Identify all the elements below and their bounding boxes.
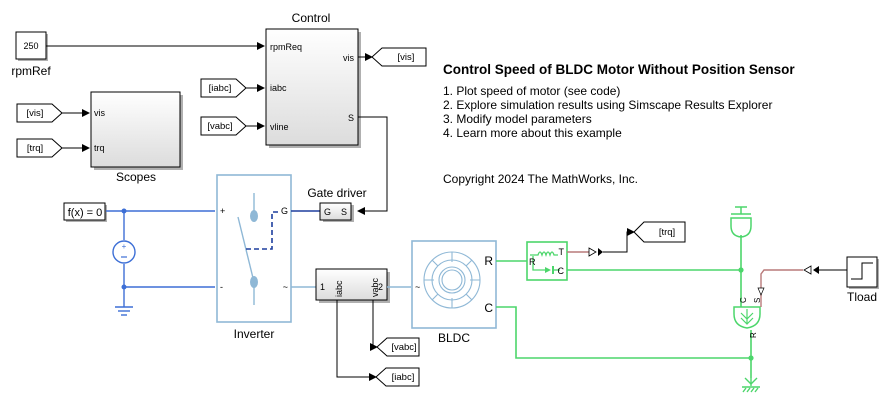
- ps-load-line[interactable]: [760, 269, 803, 307]
- control-inport-iabc: iabc: [270, 83, 287, 93]
- tload-step-block[interactable]: Tload: [846, 256, 879, 304]
- annotation-item-learn-more[interactable]: 4. Learn more about this example: [443, 126, 622, 140]
- torque-sensor-port-c: C: [558, 266, 565, 276]
- goto-trq-tag-label: [trq]: [659, 227, 675, 238]
- annotation-item-plot-speed[interactable]: 1. Plot speed of motor (see code): [443, 84, 620, 98]
- simulink-ps-converter[interactable]: [803, 265, 819, 275]
- torque-source-port-c: C: [739, 297, 748, 303]
- inverter-port-minus: -: [220, 282, 223, 292]
- inverter-block[interactable]: + - G ~ Inverter: [216, 174, 292, 341]
- torque-sensor-port-r: R: [529, 257, 536, 267]
- dc-voltage-source[interactable]: +: [112, 240, 136, 264]
- inverter-port-g: G: [281, 206, 288, 216]
- bldc-port-ac: ~: [415, 282, 420, 292]
- rpmref-constant-block[interactable]: 250 rpmRef: [11, 31, 51, 78]
- rpmref-value: 250: [23, 41, 38, 51]
- bldc-label: BLDC: [438, 331, 470, 345]
- signal-line-s-gate[interactable]: [357, 116, 388, 215]
- bldc-port-c: C: [484, 301, 493, 315]
- control-label: Control: [292, 11, 331, 25]
- svg-text:+: +: [122, 242, 127, 251]
- inverter-port-ac: ~: [283, 282, 288, 292]
- torque-source-port-s: S: [753, 298, 762, 303]
- solver-configuration-block[interactable]: f(x) = 0: [63, 202, 107, 222]
- electrical-wiring[interactable]: [106, 208, 215, 308]
- annotation-item-explore-results[interactable]: 2. Explore simulation results using Sims…: [443, 98, 772, 112]
- solver-label: f(x) = 0: [68, 207, 103, 219]
- goto-iabc-tag-label: [iabc]: [392, 372, 415, 383]
- signal-line-vabc-goto[interactable]: [370, 300, 378, 351]
- control-subsystem-block[interactable]: Control rpmReq iabc vline vis S: [265, 11, 361, 148]
- from-vabc-control[interactable]: [vabc]: [200, 116, 247, 136]
- goto-vis[interactable]: [vis]: [371, 47, 427, 67]
- from-iabc-control[interactable]: [iabc]: [200, 78, 247, 98]
- torque-source-port-r: R: [749, 332, 758, 338]
- annotation-title: Control Speed of BLDC Motor Without Posi…: [443, 62, 795, 77]
- rpmref-label: rpmRef: [11, 64, 51, 78]
- sensor-port-2: 2: [378, 282, 383, 292]
- scopes-subsystem-block[interactable]: vis trq Scopes: [90, 91, 183, 184]
- motor-stator-icon: [423, 251, 481, 309]
- inverter-label: Inverter: [234, 327, 275, 341]
- from-vis-scopes[interactable]: [vis]: [16, 103, 63, 123]
- voltage-current-sensor-block[interactable]: 1 iabc vabc 2: [315, 268, 390, 303]
- torque-sensor-block[interactable]: R T C: [526, 241, 568, 281]
- copyright-text: Copyright 2024 The MathWorks, Inc.: [443, 172, 638, 186]
- sensor-port-1: 1: [320, 282, 325, 292]
- gate-driver-label: Gate driver: [307, 186, 366, 200]
- control-outport-s: S: [348, 113, 354, 123]
- goto-iabc[interactable]: [iabc]: [375, 367, 420, 387]
- bldc-motor-block[interactable]: ~ R C BLDC: [411, 240, 497, 345]
- goto-vabc[interactable]: [vabc]: [376, 337, 420, 357]
- scopes-inport-trq: trq: [94, 143, 105, 153]
- electrical-ground-icon[interactable]: [115, 306, 133, 316]
- scopes-inport-vis: vis: [94, 108, 105, 118]
- from-trq-scopes[interactable]: [trq]: [16, 138, 63, 158]
- sensor-port-vabc: vabc: [370, 277, 380, 297]
- from-vabc-tag-label: [vabc]: [207, 121, 232, 132]
- signal-line-trq-goto[interactable]: [603, 228, 635, 253]
- control-inport-vline: vline: [270, 122, 289, 132]
- goto-vis-tag-label: [vis]: [398, 52, 415, 63]
- bldc-port-r: R: [484, 254, 493, 268]
- gate-driver-port-g: G: [324, 207, 331, 217]
- mechanical-reference-icon[interactable]: [742, 377, 760, 393]
- goto-trq[interactable]: [trq]: [633, 221, 686, 243]
- control-outport-vis: vis: [343, 53, 354, 63]
- gate-driver-block[interactable]: Gate driver G S: [307, 186, 367, 222]
- gate-driver-port-s: S: [341, 207, 347, 217]
- mechanical-wiring[interactable]: [496, 235, 754, 378]
- signal-line-iabc-goto[interactable]: [336, 300, 377, 381]
- control-inport-rpmreq: rpmReq: [270, 42, 302, 52]
- annotation-item-modify-params[interactable]: 3. Modify model parameters: [443, 112, 592, 126]
- from-vis-tag-label: [vis]: [27, 108, 44, 119]
- inertia-block[interactable]: [730, 206, 752, 238]
- from-trq-tag-label: [trq]: [27, 143, 43, 154]
- tload-label: Tload: [847, 290, 877, 304]
- goto-vabc-tag-label: [vabc]: [391, 342, 416, 353]
- torque-sensor-port-t: T: [559, 247, 565, 257]
- ps-simulink-converter[interactable]: [588, 247, 603, 257]
- from-iabc-tag-label: [iabc]: [209, 83, 232, 94]
- sensor-port-iabc: iabc: [334, 280, 344, 297]
- inverter-port-plus: +: [220, 206, 225, 216]
- ideal-torque-source-block[interactable]: C S R: [733, 297, 762, 338]
- annotation: Control Speed of BLDC Motor Without Posi…: [443, 62, 795, 186]
- scopes-label: Scopes: [116, 170, 156, 184]
